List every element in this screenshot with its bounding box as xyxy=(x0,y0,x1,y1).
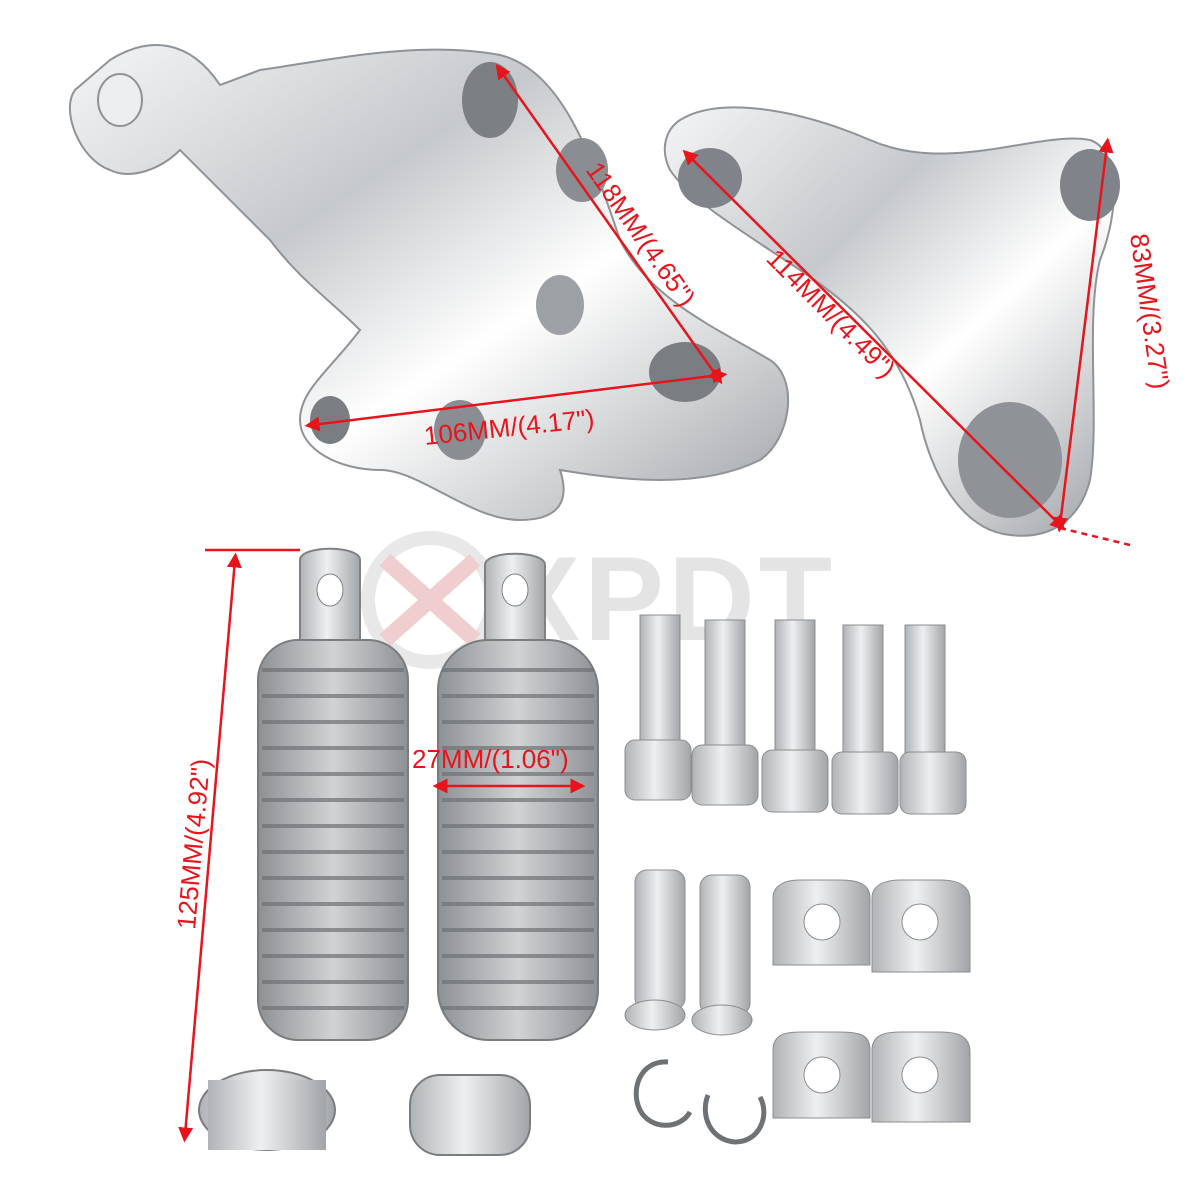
dim-extension xyxy=(1059,526,1131,547)
dim-line-right-height xyxy=(1053,137,1114,533)
dim-line-left-diagonal xyxy=(495,63,723,385)
bolt xyxy=(831,624,899,815)
bolt xyxy=(899,624,967,815)
watermark-logo: XPDT xyxy=(361,531,832,669)
dim-line-right-diagonal xyxy=(682,149,1066,531)
dim-line-peg-length xyxy=(178,552,242,1143)
bolts xyxy=(624,614,967,815)
retaining-clips xyxy=(633,1059,767,1145)
dim-label-right-height: 83MM/(3.27") xyxy=(1124,232,1176,391)
bolt xyxy=(691,619,759,806)
dim-label-peg-diameter: 27MM/(1.06") xyxy=(412,744,569,774)
pins xyxy=(624,869,753,1036)
dim-line-left-width xyxy=(304,368,728,432)
bolt xyxy=(761,619,829,813)
foot-peg-right xyxy=(409,552,599,1156)
bolt xyxy=(624,614,692,801)
tab-washers xyxy=(772,879,971,1123)
dimension-lines xyxy=(178,63,1131,1143)
